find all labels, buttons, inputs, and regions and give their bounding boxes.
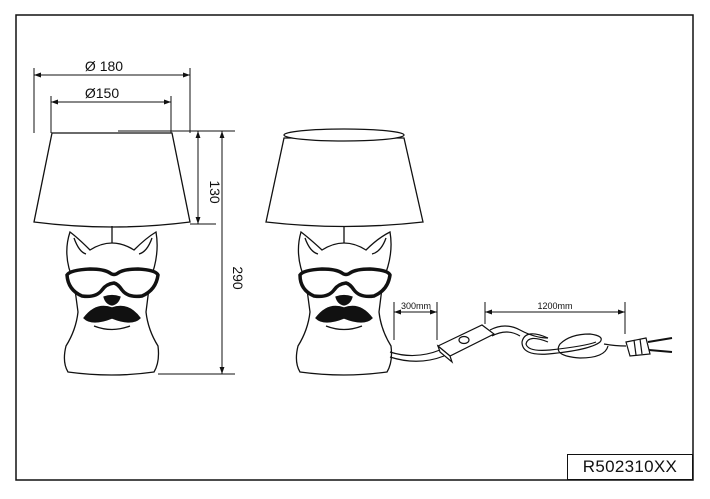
cable-coil — [521, 333, 609, 359]
cable-1200mm-label: 1200mm — [537, 301, 572, 311]
sunglasses-right — [298, 267, 392, 299]
power-cable — [389, 325, 627, 362]
dog-ear-inner-left — [73, 237, 87, 255]
dog-ear-inner-right-b — [371, 237, 387, 255]
nose-left — [103, 294, 121, 306]
inline-switch — [436, 324, 496, 364]
mustache-right — [315, 305, 373, 323]
height-290-dimension — [158, 131, 235, 375]
cable-switch-out — [489, 325, 549, 339]
height-290-label: 290 — [230, 266, 246, 290]
diameter-150-label: Ø150 — [85, 85, 119, 101]
mustache-left — [83, 305, 141, 323]
diameter-150-dimension — [50, 96, 172, 133]
cable-300mm-dimension — [393, 302, 438, 340]
product-code-box: R502310XX — [567, 454, 693, 480]
cable-1200mm-dimension — [484, 302, 626, 334]
sunglasses-left — [65, 267, 160, 299]
lampshade-right — [265, 137, 424, 228]
cable-switch-out-2 — [491, 331, 521, 337]
cable-to-plug — [603, 343, 627, 347]
diameter-180-dimension — [33, 68, 191, 133]
lampshade-left — [33, 132, 191, 228]
dog-ear-inner-right-l — [138, 237, 153, 255]
mouth-right — [325, 325, 363, 331]
dog-ear-inner-right-a — [304, 237, 319, 255]
cable-coil-2 — [525, 337, 597, 351]
diameter-180-label: Ø 180 — [85, 58, 123, 74]
height-130-label: 130 — [207, 180, 223, 204]
product-code: R502310XX — [582, 457, 678, 476]
lampshade-top-rim — [283, 128, 405, 142]
lamp-perspective-view-right — [265, 128, 424, 376]
nose-right — [335, 294, 353, 306]
cable-lamp-to-switch — [389, 349, 441, 357]
mouth-left — [93, 325, 131, 331]
cable-lamp-to-switch-2 — [389, 355, 445, 362]
cable-300mm-label: 300mm — [401, 301, 431, 311]
power-plug — [625, 337, 673, 357]
lamp-side-view-left — [33, 132, 191, 376]
height-130-dimension — [118, 130, 235, 225]
switch-button — [458, 335, 470, 345]
drawing-frame — [15, 14, 694, 481]
